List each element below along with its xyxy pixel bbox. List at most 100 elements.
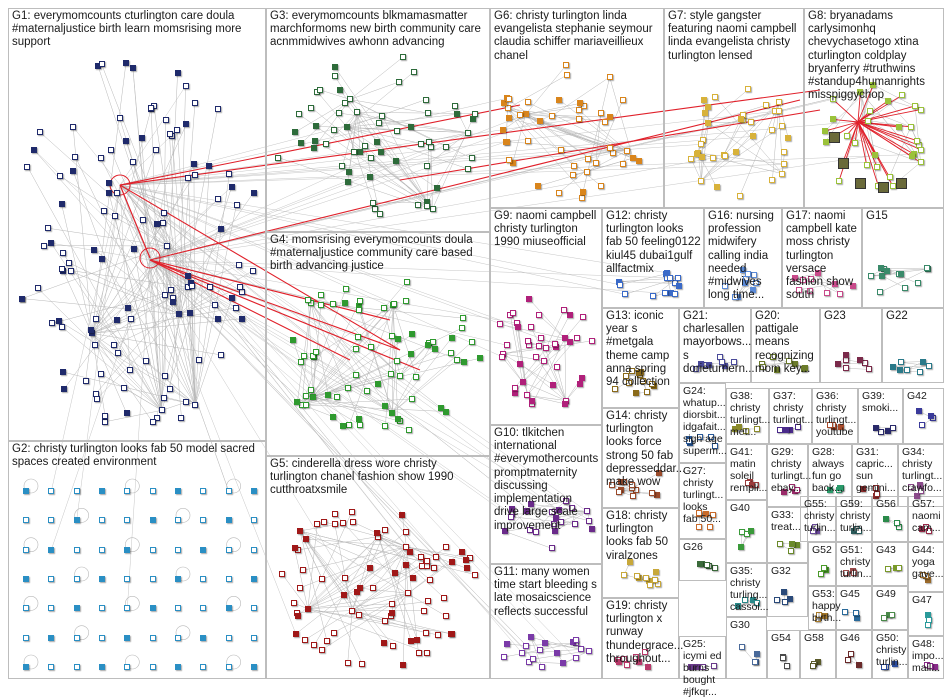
graph-node xyxy=(303,536,309,542)
graph-node xyxy=(470,116,476,122)
graph-node xyxy=(428,144,434,150)
graph-node xyxy=(698,178,704,184)
graph-node xyxy=(517,361,523,367)
graph-node xyxy=(506,115,512,121)
graph-node xyxy=(411,69,417,75)
graph-node xyxy=(832,281,838,287)
group-g16: G16: nursing profession midwifery callin… xyxy=(704,208,782,308)
group-g7: G7: style gangster featuring naomi campb… xyxy=(664,8,804,208)
graph-node xyxy=(810,528,816,534)
graph-node xyxy=(115,350,121,356)
graph-node xyxy=(731,359,737,365)
graph-node xyxy=(896,565,902,571)
graph-node xyxy=(339,163,345,169)
graph-node xyxy=(161,210,167,216)
graph-node xyxy=(408,351,414,357)
group-g27: G27: christy turlingt... looks fab 50... xyxy=(679,463,726,539)
graph-node xyxy=(237,284,243,290)
graph-node xyxy=(918,147,924,153)
graph-node xyxy=(808,276,814,282)
group-g38: G38: christy turlingt... met... xyxy=(726,388,769,444)
graph-node xyxy=(313,349,319,355)
graph-node xyxy=(88,327,94,333)
graph-node xyxy=(74,517,80,523)
group-g30: G30 xyxy=(726,617,767,679)
graph-node xyxy=(769,177,775,183)
graph-node xyxy=(578,646,584,652)
graph-node xyxy=(337,87,343,93)
graph-node xyxy=(435,632,441,638)
graph-node xyxy=(796,287,802,293)
graph-node xyxy=(349,608,355,614)
graph-node xyxy=(226,171,232,177)
group-label: G42 xyxy=(907,390,941,402)
group-label: G39: smoki... xyxy=(862,390,900,414)
graph-node xyxy=(627,559,633,565)
graph-node xyxy=(873,425,879,431)
graph-node xyxy=(226,488,232,494)
graph-node xyxy=(585,156,591,162)
graph-node xyxy=(344,124,350,130)
graph-node xyxy=(364,388,370,394)
graph-node xyxy=(607,114,613,120)
graph-node xyxy=(524,508,530,514)
graph-node xyxy=(35,285,41,291)
graph-node xyxy=(449,631,455,637)
graph-node xyxy=(305,297,311,303)
graph-node xyxy=(860,486,866,492)
graph-node xyxy=(816,612,822,618)
graph-node xyxy=(161,395,167,401)
graph-node xyxy=(469,155,475,161)
graph-node xyxy=(413,374,419,380)
graph-node xyxy=(579,195,585,201)
graph-node xyxy=(374,139,380,145)
graph-node xyxy=(927,663,933,669)
graph-node xyxy=(779,123,785,129)
graph-node xyxy=(415,202,421,208)
avatar xyxy=(855,178,866,189)
graph-node xyxy=(424,163,430,169)
graph-node xyxy=(99,256,105,262)
graph-node xyxy=(580,189,586,195)
graph-node xyxy=(506,157,512,163)
graph-node xyxy=(836,178,842,184)
graph-node xyxy=(275,155,281,161)
graph-node xyxy=(598,110,604,116)
graph-node xyxy=(342,100,348,106)
graph-node xyxy=(612,386,618,392)
graph-node xyxy=(377,211,383,217)
group-label: G4: momsrising everymomcounts doula #mat… xyxy=(270,234,487,274)
graph-node xyxy=(175,70,181,76)
graph-node xyxy=(187,310,193,316)
graph-node xyxy=(409,396,415,402)
graph-node xyxy=(569,505,575,511)
graph-node xyxy=(504,641,510,647)
graph-node xyxy=(279,571,285,577)
graph-node xyxy=(332,521,338,527)
graph-node xyxy=(827,487,833,493)
graph-node xyxy=(535,183,541,189)
graph-node xyxy=(461,359,467,365)
graph-node xyxy=(215,106,221,112)
graph-node xyxy=(185,175,191,181)
graph-node xyxy=(336,110,342,116)
graph-node xyxy=(884,268,890,274)
graph-node xyxy=(382,403,388,409)
graph-node xyxy=(698,361,704,367)
graph-node xyxy=(233,305,239,311)
graph-node xyxy=(325,392,331,398)
graph-node xyxy=(712,94,718,100)
graph-node xyxy=(130,159,136,165)
graph-node xyxy=(896,124,902,130)
graph-node xyxy=(176,311,182,317)
graph-node xyxy=(418,141,424,147)
avatar xyxy=(838,158,849,169)
graph-node xyxy=(607,145,613,151)
graph-node xyxy=(856,662,862,668)
graph-node xyxy=(251,190,257,196)
graph-node xyxy=(74,576,80,582)
group-g21: G21: charlesallen mayorbows... s dorietu… xyxy=(679,308,751,383)
graph-node xyxy=(19,296,25,302)
graph-node xyxy=(586,518,592,524)
graph-node xyxy=(697,434,703,440)
